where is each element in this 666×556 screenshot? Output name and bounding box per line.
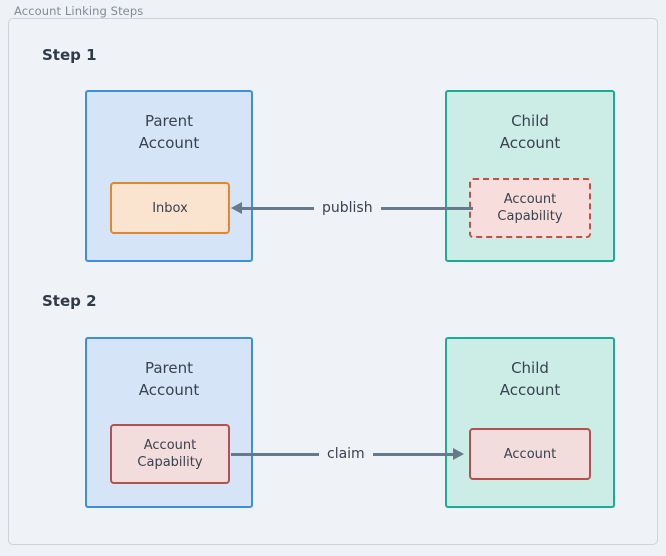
step-2-label: Step 2: [42, 292, 97, 310]
arrow-right-icon: [452, 448, 464, 460]
step-2-child-account-title: Child Account: [499, 359, 561, 399]
step-2-edge-label: claim: [327, 446, 365, 462]
step-1-parent-account-title: Parent Account: [138, 112, 200, 152]
figure-title: Account Linking Steps: [14, 4, 144, 18]
step-1-parent-account-box[interactable]: Parent Account: [85, 90, 253, 262]
edge-line-segment: [372, 452, 453, 456]
step-2-parent-account-title: Parent Account: [138, 359, 200, 399]
edge-line-segment: [242, 206, 314, 210]
arrow-left-icon: [231, 202, 242, 214]
step-2-account-capability-node[interactable]: Account Capability: [110, 424, 230, 484]
step-2-claim-edge: claim: [231, 444, 471, 464]
step-1-label: Step 1: [42, 46, 97, 64]
step-2-child-account-box[interactable]: Child Account: [445, 337, 615, 508]
step-1-publish-edge: publish: [231, 198, 473, 218]
step-1-account-capability-node[interactable]: Account Capability: [469, 178, 591, 238]
edge-line-segment: [380, 206, 473, 210]
step-1-inbox-node[interactable]: Inbox: [110, 182, 230, 234]
edge-line-segment: [231, 452, 319, 456]
step-1-child-account-title: Child Account: [499, 112, 561, 152]
step-2-account-node[interactable]: Account: [469, 428, 591, 480]
step-1-edge-label: publish: [322, 200, 373, 216]
